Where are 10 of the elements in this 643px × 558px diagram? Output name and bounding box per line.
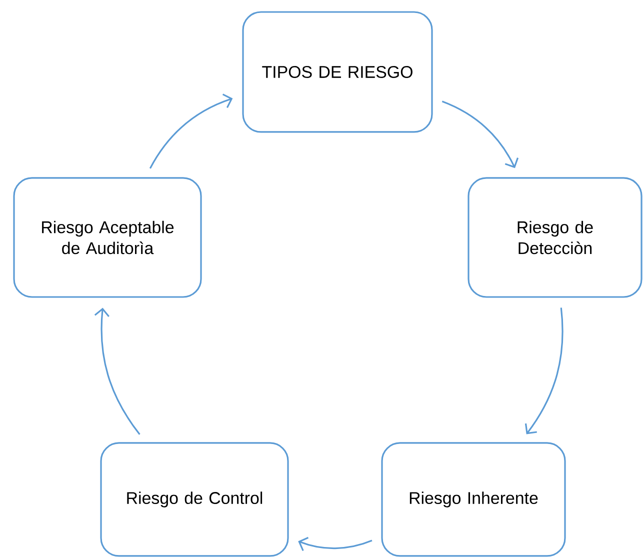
arrow	[149, 94, 233, 169]
arrow	[442, 100, 519, 168]
process-box: Riesgo de Detecciòn	[468, 177, 642, 298]
process-box: Riesgo Aceptable de Auditorìa	[13, 177, 202, 298]
arrow	[94, 308, 140, 435]
process-box: TIPOS DE RIESGO	[242, 11, 433, 133]
arrow	[524, 308, 564, 434]
process-box: Riesgo de Control	[100, 442, 289, 557]
process-box: Riesgo Inherente	[381, 442, 566, 557]
arrow	[298, 536, 372, 551]
